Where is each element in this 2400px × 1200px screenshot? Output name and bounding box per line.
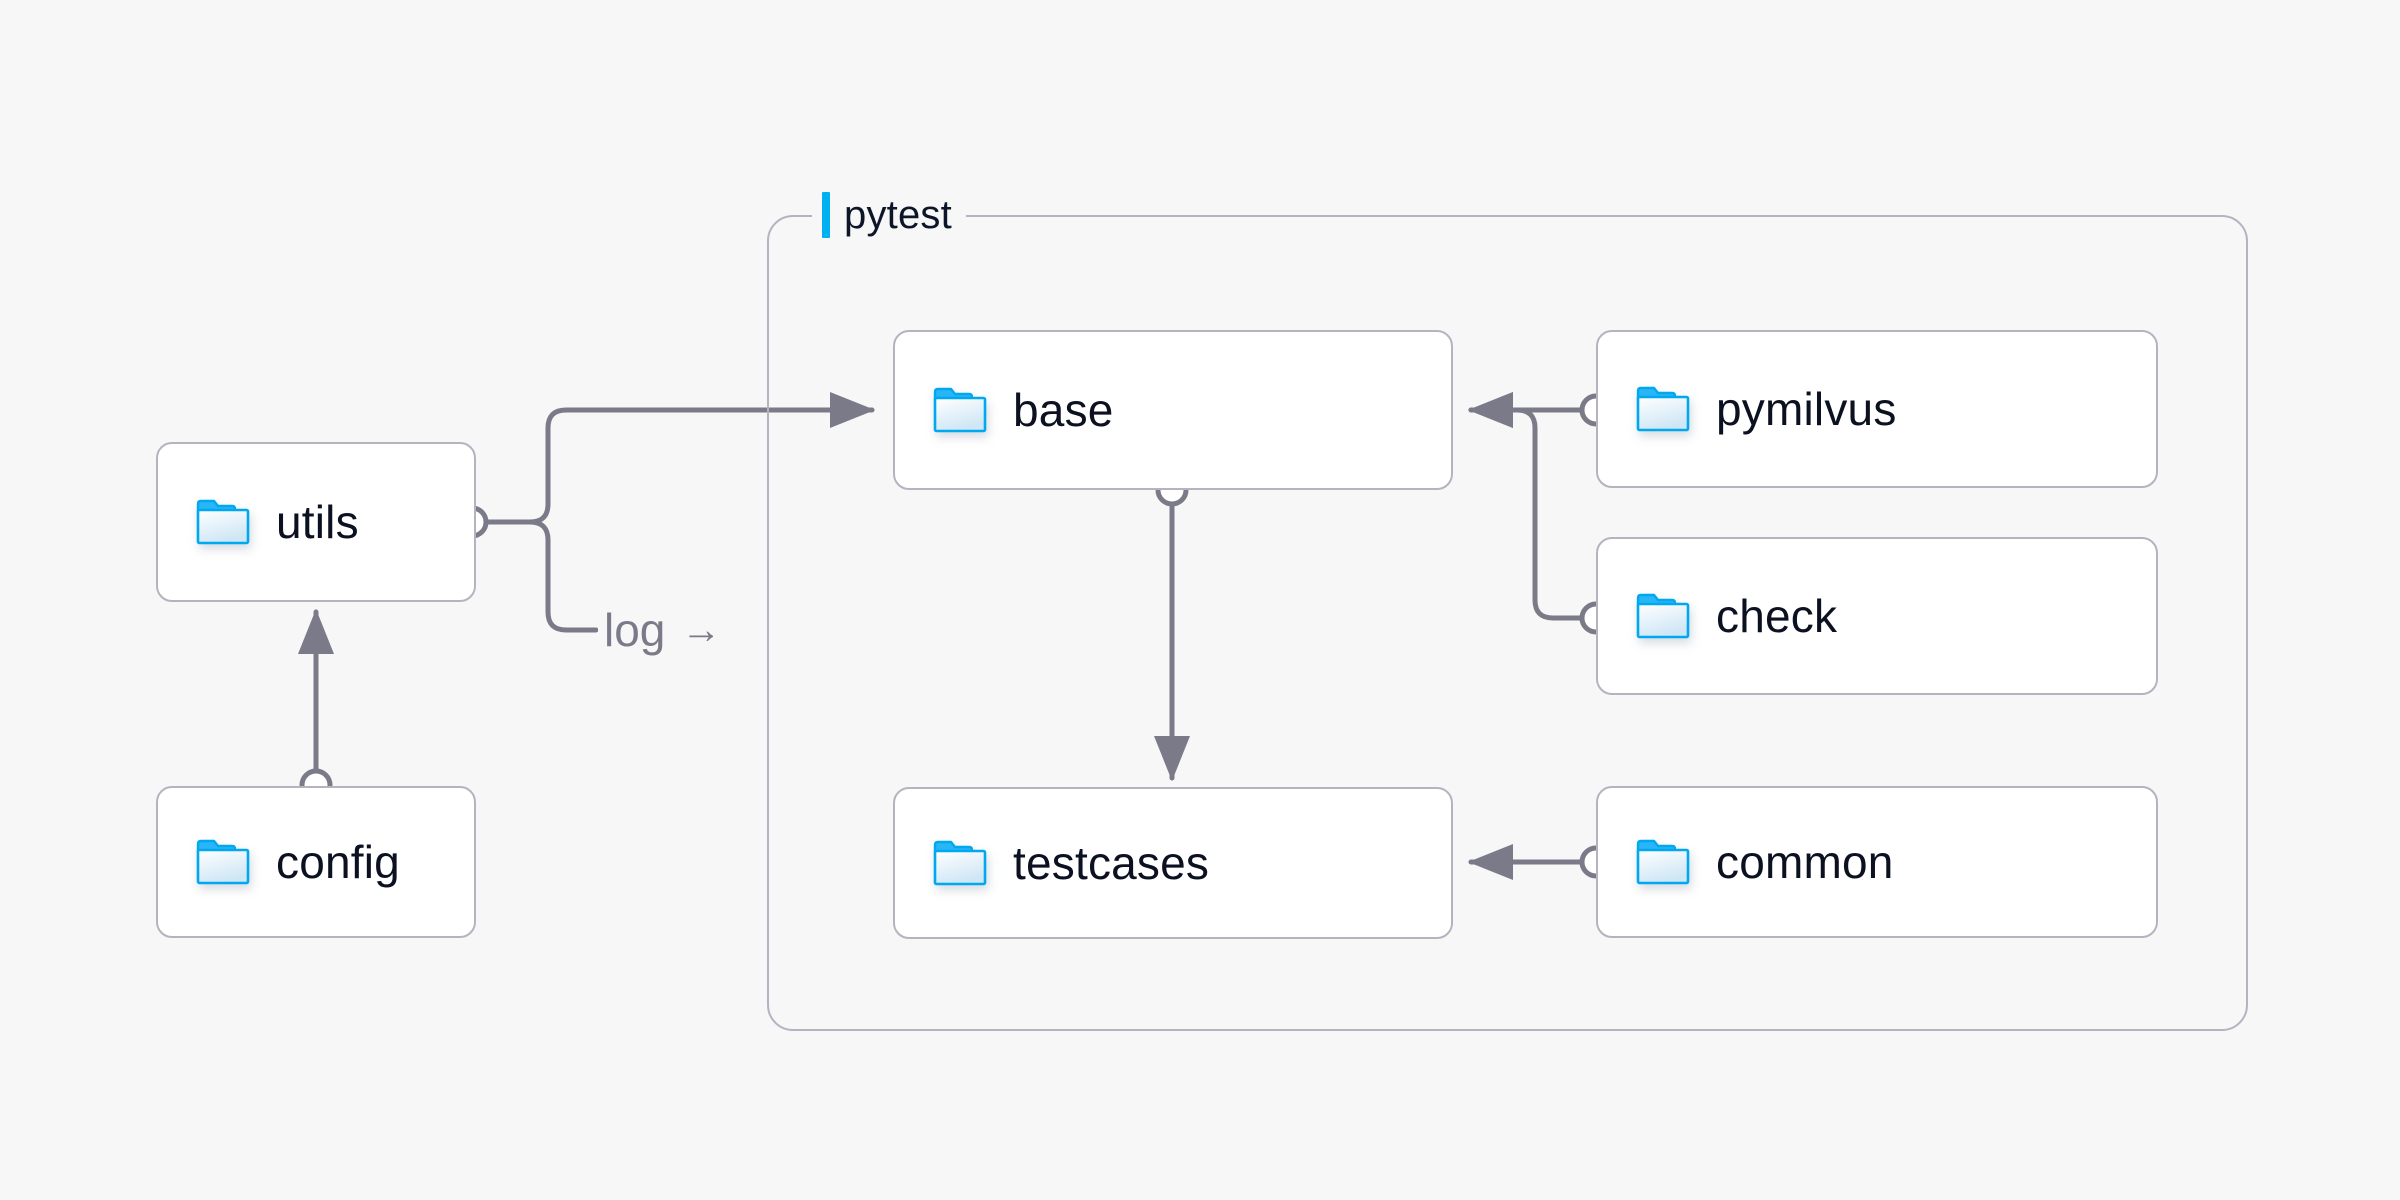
node-label: pymilvus	[1716, 383, 1897, 435]
group-accent-bar	[822, 192, 830, 238]
node-common[interactable]: common	[1596, 786, 2158, 938]
node-label: base	[1013, 384, 1114, 436]
folder-icon	[933, 387, 987, 433]
folder-icon	[196, 499, 250, 545]
node-label: common	[1716, 836, 1894, 888]
edge-label-log: log →	[598, 604, 728, 656]
edge-utils-log	[527, 519, 599, 633]
folder-icon	[933, 840, 987, 886]
node-check[interactable]: check	[1596, 537, 2158, 695]
node-label: config	[276, 836, 400, 888]
node-utils[interactable]: utils	[156, 442, 476, 602]
node-testcases[interactable]: testcases	[893, 787, 1453, 939]
node-pymilvus[interactable]: pymilvus	[1596, 330, 2158, 488]
node-label: check	[1716, 590, 1838, 642]
node-config[interactable]: config	[156, 786, 476, 938]
node-label: testcases	[1013, 837, 1210, 889]
group-pytest-label: pytest	[812, 187, 966, 243]
folder-icon	[1636, 839, 1690, 885]
folder-icon	[196, 839, 250, 885]
group-label-text: pytest	[844, 193, 952, 237]
node-label: utils	[276, 496, 359, 548]
folder-icon	[1636, 593, 1690, 639]
folder-icon	[1636, 386, 1690, 432]
edge-label-log-text: log	[604, 604, 666, 656]
arrow-right-icon: →	[681, 608, 722, 652]
node-base[interactable]: base	[893, 330, 1453, 490]
group-pytest[interactable]	[767, 215, 2248, 1031]
